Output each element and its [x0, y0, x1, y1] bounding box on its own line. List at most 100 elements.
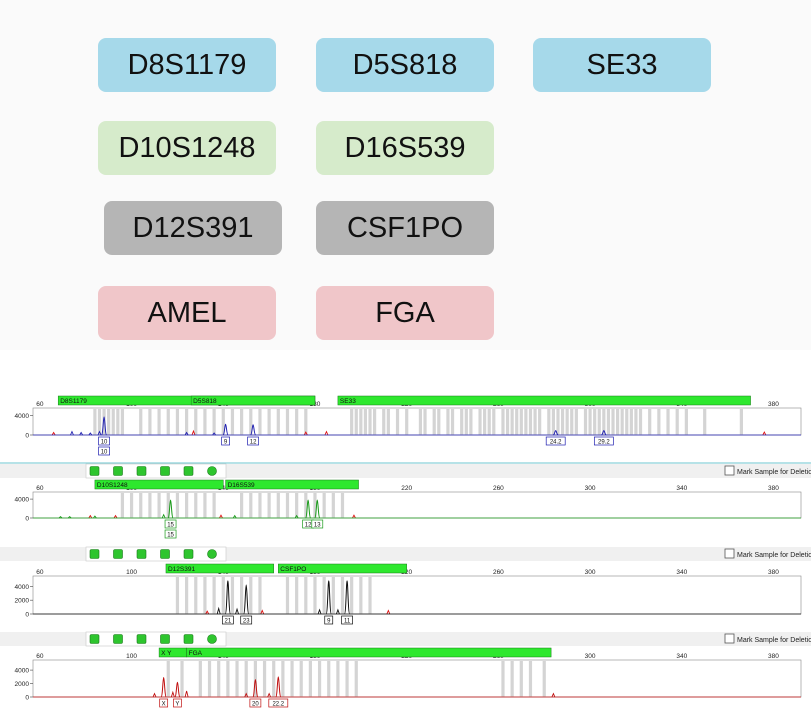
allele-call-box[interactable]	[164, 529, 177, 539]
allele-call-box[interactable]	[324, 615, 334, 625]
y-tick-label: 4000	[15, 584, 30, 591]
allele-call-box[interactable]	[159, 698, 169, 708]
allele-bin	[519, 409, 523, 435]
allele-call-label: 29.2	[598, 439, 610, 445]
allele-bin	[382, 409, 386, 435]
x-tick-label: 340	[676, 485, 687, 492]
allele-peak[interactable]	[325, 580, 332, 615]
allele-bin	[446, 409, 450, 435]
allele-bin	[560, 409, 565, 435]
y-tick-label: 4000	[15, 668, 30, 675]
allele-call-box[interactable]	[341, 615, 353, 625]
artifact-peak	[205, 610, 210, 615]
dye-panel-3: Mark Sample for Deletion6010014018022026…	[0, 546, 811, 625]
dye-all-toggle-button[interactable]	[207, 549, 217, 559]
dye-toggle-button[interactable]	[136, 466, 147, 476]
dye-toggle-group	[85, 463, 227, 479]
allele-call-box[interactable]	[240, 615, 253, 625]
dye-toggle-button[interactable]	[183, 634, 194, 644]
locus-bar[interactable]	[186, 647, 552, 658]
allele-peak[interactable]	[601, 430, 607, 436]
dye-toggle-button[interactable]	[136, 634, 147, 644]
allele-peak[interactable]	[552, 430, 559, 436]
allele-bin	[684, 409, 688, 435]
allele-peak[interactable]	[305, 499, 312, 519]
allele-call-box[interactable]	[268, 698, 289, 708]
allele-call-box[interactable]	[173, 698, 182, 708]
dye-all-toggle-button[interactable]	[207, 634, 217, 644]
locus-bar[interactable]	[278, 563, 407, 574]
locus-bar[interactable]	[165, 563, 274, 574]
allele-bin	[602, 409, 606, 435]
allele-peak[interactable]	[252, 679, 259, 698]
allele-call-box[interactable]	[593, 436, 614, 446]
dye-all-toggle-button[interactable]	[207, 466, 217, 476]
allele-peak[interactable]	[314, 499, 321, 519]
dye-toggle-button[interactable]	[89, 466, 100, 476]
allele-bin	[148, 493, 152, 518]
allele-bin	[395, 409, 400, 435]
allele-bin	[166, 661, 170, 697]
allele-call-box[interactable]	[98, 446, 110, 456]
allele-call-label: 12	[250, 439, 257, 445]
allele-call-box[interactable]	[249, 698, 262, 708]
dye-toggle-button[interactable]	[136, 549, 147, 559]
allele-peak[interactable]	[167, 499, 174, 519]
mark-deletion-checkbox[interactable]	[724, 465, 735, 476]
allele-bin	[423, 409, 427, 435]
allele-peak[interactable]	[275, 676, 282, 698]
locus-bar[interactable]	[225, 479, 359, 490]
mark-deletion-checkbox[interactable]	[724, 633, 735, 644]
allele-peak[interactable]	[224, 580, 231, 615]
allele-bin	[203, 577, 207, 614]
allele-peak[interactable]	[174, 681, 181, 698]
dye-toggle-button[interactable]	[160, 466, 170, 476]
dye-toggle-button[interactable]	[160, 634, 170, 644]
allele-call-box[interactable]	[164, 519, 177, 529]
dye-toggle-button[interactable]	[183, 549, 194, 559]
allele-call-box[interactable]	[98, 436, 110, 446]
allele-bin	[340, 493, 345, 518]
allele-call-box[interactable]	[247, 436, 259, 446]
allele-bin	[240, 493, 244, 518]
allele-peak[interactable]	[160, 676, 167, 698]
allele-call-box[interactable]	[222, 615, 234, 625]
dye-toggle-button[interactable]	[113, 549, 123, 559]
allele-bin	[93, 409, 97, 435]
plot-area	[32, 407, 802, 436]
dye-toggle-button[interactable]	[160, 549, 170, 559]
allele-call-box[interactable]	[311, 519, 324, 529]
dye-toggle-button[interactable]	[113, 634, 123, 644]
dye-toggle-button[interactable]	[183, 466, 194, 476]
allele-call-box[interactable]	[545, 436, 566, 446]
dye-toggle-button[interactable]	[89, 549, 100, 559]
allele-bin	[625, 409, 629, 435]
allele-bin	[240, 409, 244, 435]
marker-legend: D8S1179 D5S818 SE33 D10S1248 D16S539 D12…	[0, 0, 811, 350]
allele-bin	[469, 409, 473, 435]
allele-peak[interactable]	[343, 580, 351, 615]
locus-bar[interactable]	[337, 395, 751, 406]
allele-bin	[262, 661, 267, 697]
allele-bin	[336, 661, 340, 697]
locus-bar[interactable]	[94, 479, 224, 490]
y-tick-label: 4000	[15, 497, 30, 504]
allele-call-box[interactable]	[221, 436, 230, 446]
locus-label: SE33	[340, 398, 356, 405]
allele-bin	[345, 661, 349, 697]
mark-deletion-checkbox[interactable]	[724, 548, 735, 559]
allele-bin	[102, 409, 106, 435]
dye-toggle-button[interactable]	[89, 634, 100, 644]
allele-peak[interactable]	[243, 584, 250, 615]
artifact-peak	[152, 692, 157, 698]
plot-area	[32, 575, 802, 615]
locus-bar[interactable]	[190, 395, 316, 406]
allele-peak[interactable]	[249, 424, 257, 436]
allele-call-label: 20	[252, 701, 259, 707]
allele-peak[interactable]	[100, 416, 108, 436]
x-tick-label: 220	[401, 485, 412, 492]
dye-toggle-button[interactable]	[113, 466, 123, 476]
y-tick-label: 2000	[15, 681, 30, 688]
allele-peak[interactable]	[222, 423, 229, 436]
plot-area	[32, 491, 802, 519]
